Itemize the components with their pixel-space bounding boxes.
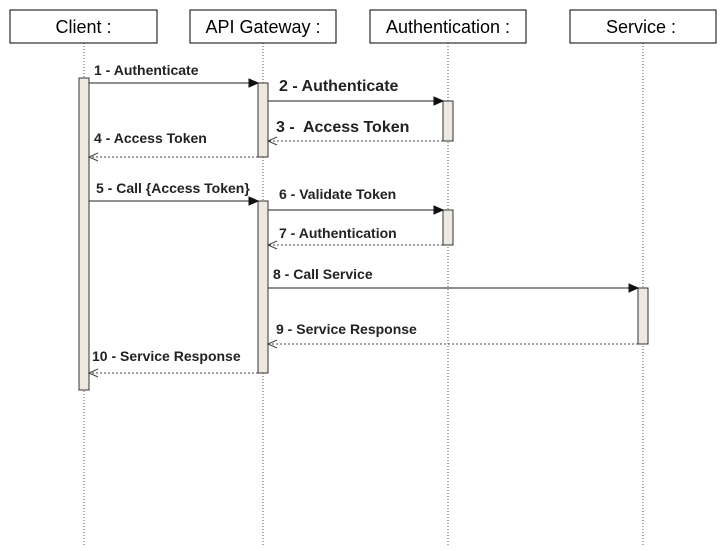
- activation-client: [78, 77, 90, 391]
- message-9: 9 - Service Response: [266, 321, 638, 349]
- message-2-label: 2 - Authenticate: [279, 78, 399, 95]
- message-4: 4 - Access Token: [87, 130, 258, 162]
- message-5: 5 - Call {Access Token}: [89, 180, 260, 206]
- message-6: 6 - Validate Token: [268, 186, 445, 215]
- message-5-label: 5 - Call {Access Token}: [96, 180, 250, 196]
- lifeline-gateway-box: [189, 9, 337, 44]
- lifeline-authentication: Authentication :: [369, 9, 527, 545]
- message-6-label: 6 - Validate Token: [279, 186, 396, 202]
- message-1-label: 1 - Authenticate: [94, 62, 199, 78]
- message-10-arrowhead: [87, 368, 99, 378]
- message-6-arrowhead: [433, 205, 445, 215]
- message-2-arrowhead: [433, 96, 445, 106]
- activation-authentication-2: [442, 209, 454, 246]
- lifeline-service-title: Service :: [606, 17, 676, 37]
- message-3-arrowhead: [266, 136, 278, 146]
- message-5-arrowhead: [248, 196, 260, 206]
- message-7: 7 - Authentication: [266, 225, 443, 250]
- lifeline-gateway: API Gateway :: [189, 9, 337, 545]
- message-2: 2 - Authenticate: [268, 78, 445, 106]
- lifeline-service-box: [569, 9, 717, 44]
- message-9-arrowhead: [266, 339, 278, 349]
- lifeline-gateway-title: API Gateway :: [205, 17, 320, 37]
- message-9-label: 9 - Service Response: [276, 321, 417, 337]
- message-7-arrowhead: [266, 240, 278, 250]
- message-1: 1 - Authenticate: [89, 62, 260, 88]
- activation-gateway-1: [257, 82, 269, 158]
- message-3: 3 - Access Token: [266, 119, 443, 146]
- message-4-arrowhead: [87, 152, 99, 162]
- lifeline-client-title: Client :: [55, 17, 111, 37]
- message-8-arrowhead: [628, 283, 640, 293]
- lifeline-client-box: [9, 9, 158, 44]
- lifeline-authentication-title: Authentication :: [386, 17, 510, 37]
- activation-authentication-1: [442, 100, 454, 142]
- activation-gateway-2: [257, 200, 269, 374]
- message-4-label: 4 - Access Token: [94, 130, 207, 146]
- lifeline-authentication-box: [369, 9, 527, 44]
- lifeline-service: Service :: [569, 9, 717, 545]
- message-10: 10 - Service Response: [87, 348, 258, 378]
- activation-service: [637, 287, 649, 345]
- message-8: 8 - Call Service: [268, 266, 640, 293]
- message-7-label: 7 - Authentication: [279, 225, 397, 241]
- message-3-label: 3 - Access Token: [276, 119, 409, 136]
- message-8-label: 8 - Call Service: [273, 266, 373, 282]
- lifeline-client: Client :: [9, 9, 158, 545]
- message-10-label: 10 - Service Response: [92, 348, 241, 364]
- message-1-arrowhead: [248, 78, 260, 88]
